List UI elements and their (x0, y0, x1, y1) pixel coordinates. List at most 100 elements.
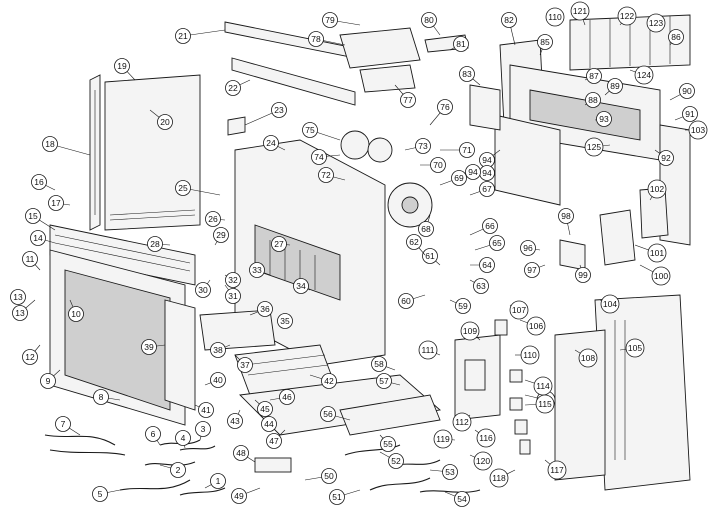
callout-44: 44 (259, 414, 277, 432)
callout-number: 36 (260, 304, 270, 314)
callout-circle (279, 389, 295, 405)
callout-circle (233, 445, 249, 461)
callout-59: 59 (449, 298, 471, 314)
callout-number: 76 (440, 102, 450, 112)
callout-27: 27 (271, 236, 291, 252)
callout-116: 116 (474, 428, 496, 448)
callout-18: 18 (42, 136, 91, 156)
deflector (231, 57, 356, 106)
callout-circle (455, 298, 471, 314)
callout-60: 60 (398, 293, 426, 309)
callout-number: 1 (216, 476, 221, 486)
callout-125: 125 (584, 137, 611, 157)
callout-number: 20 (160, 117, 170, 127)
callout-92: 92 (654, 149, 674, 166)
callout-circle (460, 321, 480, 341)
callout-31: 31 (224, 284, 241, 304)
callout-number: 79 (325, 15, 335, 25)
callout-62: 62 (406, 234, 426, 256)
callout-number: 69 (454, 173, 464, 183)
callout-4: 4 (175, 430, 191, 449)
callout-circle (634, 65, 654, 85)
callout-41: 41 (194, 402, 214, 418)
callout-43: 43 (227, 409, 243, 429)
callout-layer: 1234567891011121314151617181920212223242… (10, 1, 708, 507)
callout-circle (55, 416, 71, 432)
thermostat (519, 439, 531, 455)
callout-48: 48 (233, 445, 256, 463)
callout-14: 14 (30, 230, 56, 246)
callout-circle (213, 227, 229, 243)
burner-tray (199, 309, 276, 351)
callout-number: 119 (436, 434, 450, 444)
callout-number: 80 (424, 15, 434, 25)
callout-number: 108 (581, 353, 595, 363)
callout-circle (476, 428, 496, 448)
callout-circle (658, 150, 674, 166)
callout-circle (210, 473, 226, 489)
callout-105: 105 (619, 338, 645, 358)
callout-circle (10, 289, 26, 305)
callout-36: 36 (249, 301, 273, 317)
blower-plate (469, 84, 501, 131)
callout-circle (400, 92, 416, 108)
callout-circle (31, 174, 47, 190)
wire-1 (179, 487, 226, 496)
callout-circle (210, 342, 226, 358)
callout-circle (489, 468, 509, 488)
callout-circle (430, 157, 446, 173)
callout-number: 101 (650, 248, 664, 258)
callout-number: 88 (588, 95, 598, 105)
callout-number: 59 (458, 301, 468, 311)
callout-number: 65 (492, 238, 502, 248)
callout-49: 49 (231, 487, 261, 504)
callout-circle (311, 149, 327, 165)
callout-number: 71 (462, 145, 472, 155)
circuit-board (464, 359, 486, 391)
callout-circle (520, 345, 540, 365)
callout-69: 69 (439, 170, 467, 186)
callout-number: 72 (321, 170, 331, 180)
callout-circle (451, 170, 467, 186)
callout-circle (585, 92, 601, 108)
callout-number: 107 (512, 305, 526, 315)
callout-72: 72 (318, 167, 346, 183)
callout-number: 25 (178, 183, 188, 193)
callout-number: 38 (213, 345, 223, 355)
callout-circle (12, 305, 28, 321)
wire-harness (44, 434, 116, 446)
callout-circle (418, 340, 438, 360)
callout-number: 66 (485, 221, 495, 231)
callout-number: 111 (422, 345, 435, 355)
remote-control (254, 457, 292, 473)
callout-23: 23 (244, 102, 287, 126)
callout-number: 99 (578, 270, 588, 280)
wire-4 (179, 445, 216, 451)
callout-circle (625, 338, 645, 358)
callout-circle (198, 402, 214, 418)
callout-circle (302, 122, 318, 138)
callout-number: 23 (274, 105, 284, 115)
callout-number: 9 (46, 376, 51, 386)
part-drawings (44, 14, 691, 496)
callout-number: 33 (252, 265, 262, 275)
callout-52: 52 (379, 451, 404, 469)
callout-number: 41 (201, 405, 211, 415)
switch (509, 369, 523, 383)
callout-78: 78 (308, 31, 346, 47)
callout-circle (322, 12, 338, 28)
callout-circle (376, 373, 392, 389)
callout-circle (578, 348, 598, 368)
callout-13: 13 (12, 299, 36, 321)
callout-number: 51 (332, 492, 342, 502)
callout-number: 53 (445, 467, 455, 477)
callout-circle (225, 80, 241, 96)
callout-20: 20 (149, 109, 173, 130)
wire-54 (419, 489, 481, 493)
callout-2: 2 (159, 462, 186, 478)
callout-number: 96 (523, 243, 533, 253)
callout-91: 91 (674, 106, 698, 122)
callout-number: 32 (228, 275, 238, 285)
callout-circle (584, 137, 604, 157)
